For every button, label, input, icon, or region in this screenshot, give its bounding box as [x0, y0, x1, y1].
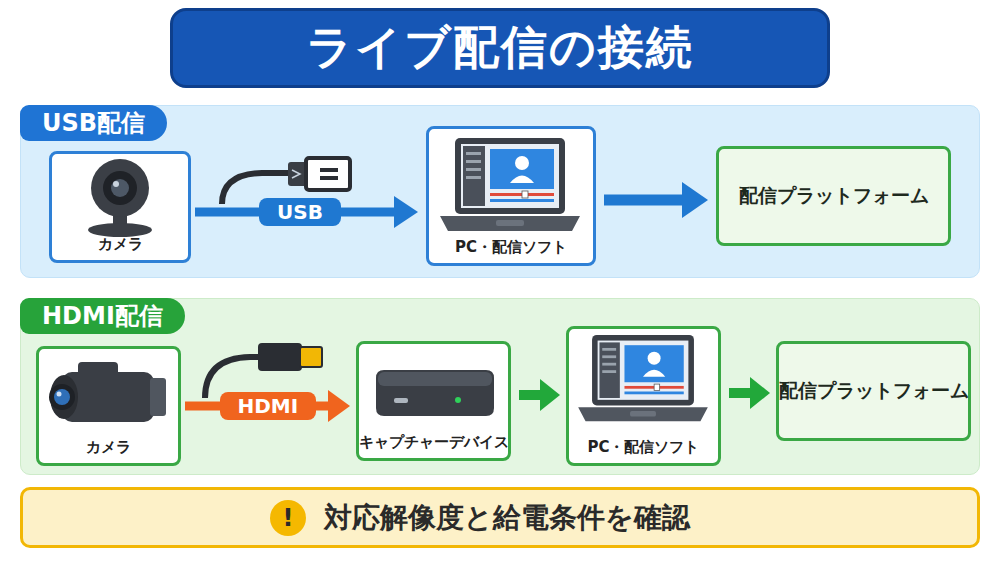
node-text: PC・配信ソフト — [587, 438, 699, 457]
laptop-icon — [578, 335, 708, 421]
node-text: 配信プラットフォーム — [779, 378, 969, 404]
device-box: PC・配信ソフト — [426, 126, 596, 266]
laptop-icon — [440, 138, 580, 231]
hdmi-cable-icon — [205, 343, 322, 398]
camcorder-icon — [49, 362, 166, 422]
connector-arrow — [604, 182, 708, 218]
connector-arrow — [519, 379, 560, 411]
device-box: キャプチャーデバイス — [356, 341, 511, 461]
connector-arrow — [729, 377, 770, 409]
platform-box: 配信プラットフォーム — [776, 341, 971, 441]
webcam-icon — [88, 159, 152, 237]
device-box: カメラ — [49, 151, 191, 263]
connector-arrow — [195, 196, 418, 228]
node-text: キャプチャーデバイス — [359, 433, 509, 452]
node-text: カメラ — [98, 235, 143, 254]
node-text: PC・配信ソフト — [455, 238, 567, 257]
platform-box: 配信プラットフォーム — [716, 146, 951, 246]
device-box: カメラ — [36, 346, 181, 466]
section-heading: HDMI配信 — [20, 298, 185, 334]
section-heading: USB配信 — [20, 105, 167, 141]
device-box: PC・配信ソフト — [566, 326, 721, 466]
section-band: USB配信カメラ PC・配信ソフト 配信プラットフォーム — [20, 105, 980, 278]
note-box: ! 対応解像度と給電条件を確認 — [20, 487, 980, 548]
node-text: 配信プラットフォーム — [739, 183, 929, 209]
connector-arrow — [185, 390, 350, 422]
capture-device-icon — [376, 370, 494, 416]
node-text: カメラ — [86, 438, 131, 457]
section-band: HDMI配信カメラ キャプチャーデバイス PC・配信ソフト 配信プラットフォーム — [20, 298, 980, 475]
node-text: 対応解像度と給電条件を確認 — [324, 499, 690, 537]
edge-label: HDMI — [220, 392, 317, 420]
edge-label: USB — [259, 198, 341, 226]
warning-icon: ! — [270, 500, 306, 536]
title-banner: ライブ配信の接続 — [170, 8, 830, 88]
